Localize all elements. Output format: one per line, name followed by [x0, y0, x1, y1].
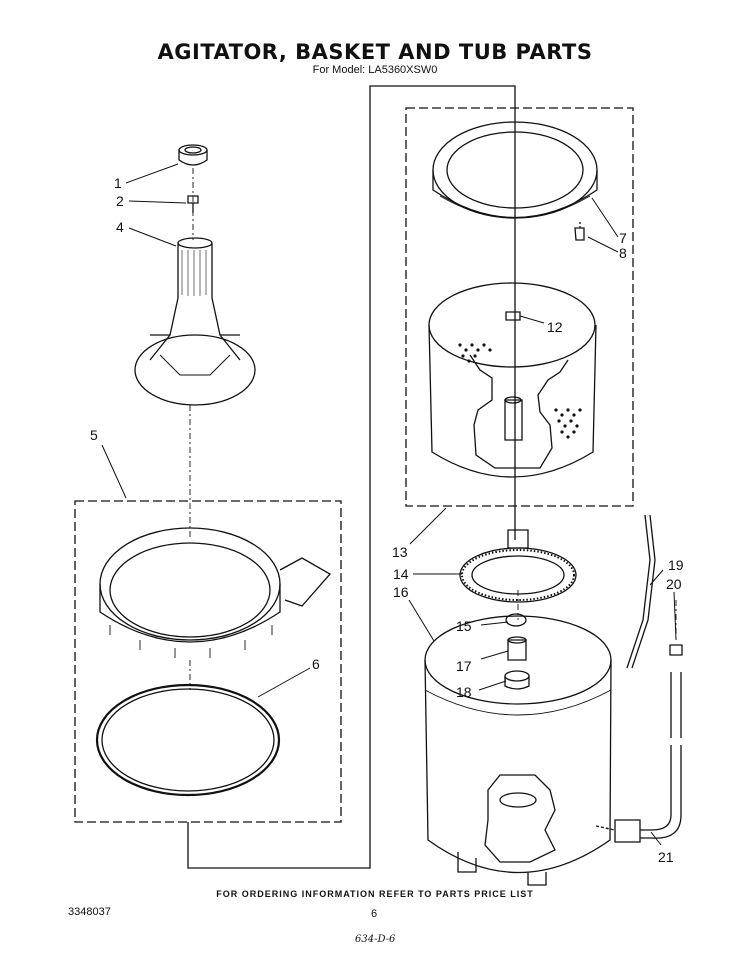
callout-5: 5	[90, 427, 98, 443]
leader-lines	[101, 163, 677, 846]
basket-group-box	[405, 107, 634, 507]
callout-20: 20	[666, 576, 682, 592]
document-number: 3348037	[68, 906, 111, 918]
agitator-cap	[178, 144, 208, 166]
callout-15: 15	[456, 618, 472, 634]
agitator-bolt	[187, 195, 199, 213]
outer-tub	[424, 615, 612, 886]
ordering-note: FOR ORDERING INFORMATION REFER TO PARTS …	[216, 889, 534, 899]
assembly-connector-line	[187, 85, 516, 869]
spin-gear	[459, 547, 577, 603]
callout-7: 7	[619, 230, 627, 246]
balance-ring-clip	[574, 222, 585, 241]
drain-hose-lower	[595, 672, 682, 843]
callout-18: 18	[456, 684, 472, 700]
tub-ring-seal	[95, 683, 281, 797]
drive-block	[507, 529, 529, 549]
hose-clamp	[669, 644, 683, 656]
callout-19: 19	[668, 557, 684, 573]
page-title: AGITATOR, BASKET AND TUB PARTS	[157, 40, 593, 64]
callout-2: 2	[116, 193, 124, 209]
handwritten-note: 634-D-6	[355, 934, 396, 945]
callout-labels: 1 2 4 5 6 7 8 12 13 14 16 15 17 18 19 20…	[90, 175, 684, 865]
tub-ring	[99, 527, 332, 658]
model-subtitle: For Model: LA5360XSW0	[312, 64, 438, 76]
callout-6: 6	[312, 656, 320, 672]
drain-hose-upper	[626, 514, 656, 669]
callout-13: 13	[392, 544, 408, 560]
callout-16: 16	[393, 584, 409, 600]
page-number: 6	[371, 908, 378, 920]
callout-12: 12	[547, 319, 563, 335]
callout-1: 1	[114, 175, 122, 191]
basket-perforations	[458, 343, 582, 439]
tub-ring-group-box	[74, 500, 342, 823]
callout-8: 8	[619, 245, 627, 261]
tub-hub-parts	[504, 613, 530, 690]
callout-21: 21	[658, 849, 674, 865]
callout-4: 4	[116, 219, 124, 235]
balance-ring	[432, 121, 598, 219]
centerlines	[189, 168, 677, 690]
callout-17: 17	[456, 658, 472, 674]
wash-basket	[428, 282, 597, 478]
callout-14: 14	[393, 566, 409, 582]
agitator	[134, 237, 256, 406]
